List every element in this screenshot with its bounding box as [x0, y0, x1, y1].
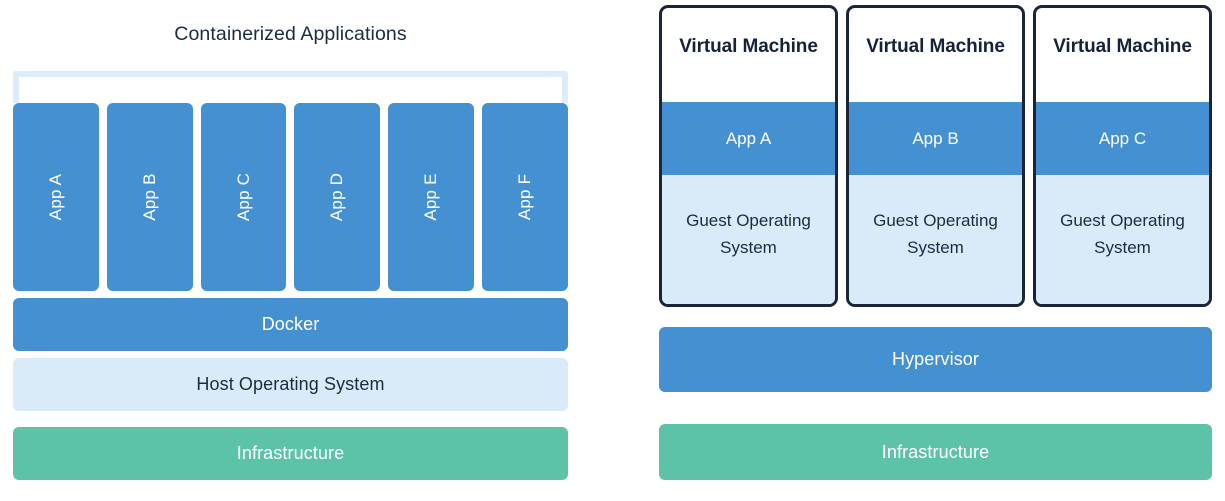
- container-app-d[interactable]: App D: [294, 103, 381, 291]
- virtual-machine-1-title: Virtual Machine: [679, 36, 818, 57]
- containers-bracket: [13, 71, 568, 103]
- container-app-f[interactable]: App F: [482, 103, 568, 291]
- container-app-d-label: App D: [327, 172, 347, 222]
- virtual-machine-3-app: App C: [1036, 102, 1209, 175]
- virtual-machine-3[interactable]: Virtual Machine App C Guest Operating Sy…: [1033, 5, 1212, 307]
- container-apps-row: App A App B App C App D App E App F: [13, 103, 568, 291]
- container-app-b[interactable]: App B: [106, 103, 193, 291]
- container-app-b-label: App B: [139, 173, 159, 221]
- virtual-machine-3-title: Virtual Machine: [1053, 36, 1192, 57]
- virtual-machines-row: Virtual Machine App A Guest Operating Sy…: [659, 5, 1212, 307]
- virtual-machine-2-guest-os: Guest Operating System: [849, 175, 1022, 304]
- virtual-machine-2-title: Virtual Machine: [866, 36, 1005, 57]
- virtual-machine-1-guest-os: Guest Operating System: [662, 175, 835, 304]
- page-title: Containerized Applications: [174, 23, 407, 45]
- containerized-applications-panel: Containerized Applications App A App B A…: [0, 0, 612, 501]
- infrastructure-layer-left[interactable]: Infrastructure: [13, 427, 568, 480]
- infrastructure-layer-right[interactable]: Infrastructure: [659, 424, 1212, 480]
- container-app-c-label: App C: [233, 172, 253, 222]
- virtual-machine-1[interactable]: Virtual Machine App A Guest Operating Sy…: [659, 5, 838, 307]
- docker-layer[interactable]: Docker: [13, 298, 568, 351]
- container-app-e-label: App E: [421, 173, 441, 221]
- virtual-machines-panel: Virtual Machine App A Guest Operating Sy…: [650, 0, 1225, 501]
- virtual-machine-2[interactable]: Virtual Machine App B Guest Operating Sy…: [846, 5, 1025, 307]
- virtual-machine-1-app: App A: [662, 102, 835, 175]
- container-app-f-label: App F: [515, 173, 535, 221]
- container-app-a[interactable]: App A: [13, 103, 99, 291]
- virtual-machine-3-guest-os: Guest Operating System: [1036, 175, 1209, 304]
- container-app-c[interactable]: App C: [200, 103, 287, 291]
- host-operating-system-layer[interactable]: Host Operating System: [13, 358, 568, 411]
- container-app-e[interactable]: App E: [388, 103, 475, 291]
- hypervisor-layer[interactable]: Hypervisor: [659, 327, 1212, 392]
- container-app-a-label: App A: [45, 173, 65, 221]
- virtual-machine-2-app: App B: [849, 102, 1022, 175]
